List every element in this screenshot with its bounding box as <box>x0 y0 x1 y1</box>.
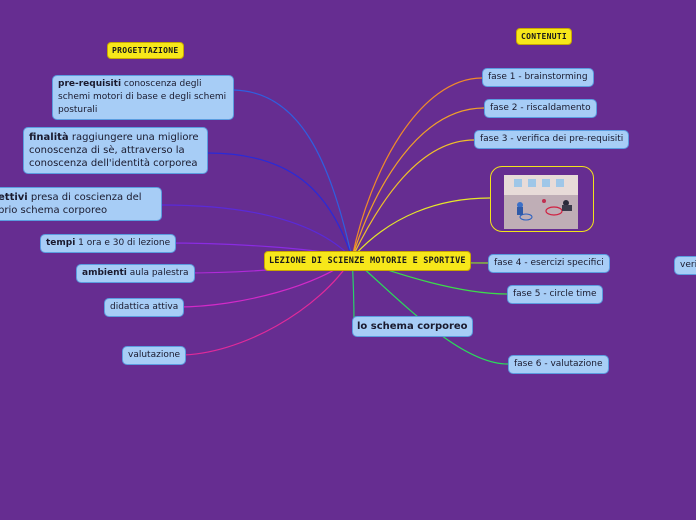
link-finalita <box>207 152 353 259</box>
node-ambienti-bold: ambienti <box>82 268 127 278</box>
node-fase5[interactable]: fase 5 - circle time <box>507 285 603 304</box>
node-ambienti[interactable]: ambienti aula palestra <box>76 264 195 283</box>
link-fase3 <box>351 139 475 259</box>
node-fase1[interactable]: fase 1 - brainstorming <box>482 68 594 87</box>
node-ambienti-text: aula palestra <box>126 268 189 278</box>
node-schema-corporeo[interactable]: lo schema corporeo <box>352 316 473 337</box>
central-topic[interactable]: LEZIONE DI SCIENZE MOTORIE E SPORTIVE <box>264 251 471 271</box>
node-obiettivi-bold: ettivi <box>0 192 28 203</box>
image-node[interactable] <box>490 166 594 232</box>
link-fase1 <box>351 77 483 259</box>
node-tempi-text: 1 ora e 30 di lezione <box>75 238 171 248</box>
node-finalita-text: raggiungere una migliore conoscenza di s… <box>29 132 199 169</box>
node-fase3[interactable]: fase 3 - verifica dei pre-requisiti <box>474 130 630 149</box>
node-didattica[interactable]: didattica attiva <box>104 298 185 317</box>
link-valutazione <box>178 257 353 356</box>
node-prerequisiti[interactable]: pre-requisiti conoscenza degli schemi mo… <box>52 75 234 120</box>
node-finalita-bold: finalità <box>29 132 69 143</box>
node-fase6[interactable]: fase 6 - valutazione <box>508 355 609 374</box>
header-progettazione[interactable]: PROGETTAZIONE <box>107 42 184 59</box>
gym-photo <box>504 175 578 229</box>
link-image <box>351 197 491 259</box>
node-obiettivi-text: presa di coscienza del prio schema corpo… <box>0 192 142 216</box>
link-prerequisiti <box>233 89 353 259</box>
node-valutazione[interactable]: valutazione <box>122 346 187 365</box>
node-tempi[interactable]: tempi 1 ora e 30 di lezione <box>40 234 177 253</box>
node-prerequisiti-bold: pre-requisiti <box>58 79 122 89</box>
node-fase2[interactable]: fase 2 - riscaldamento <box>484 99 597 118</box>
node-edge-verif[interactable]: verif <box>674 256 696 275</box>
node-fase4[interactable]: fase 4 - esercizi specifici <box>488 254 610 273</box>
node-prerequisiti-text: conoscenza degli schemi motori di base e… <box>58 79 227 115</box>
node-obiettivi[interactable]: ettivi presa di coscienza del prio schem… <box>0 187 162 221</box>
node-tempi-bold: tempi <box>46 238 76 248</box>
gym-scene-graphic <box>504 175 578 229</box>
link-obiettivi <box>161 204 353 259</box>
link-fase6 <box>351 257 509 365</box>
node-finalita[interactable]: finalità raggiungere una migliore conosc… <box>23 127 208 174</box>
link-fase2 <box>351 107 485 259</box>
header-contenuti[interactable]: CONTENUTI <box>516 28 573 45</box>
